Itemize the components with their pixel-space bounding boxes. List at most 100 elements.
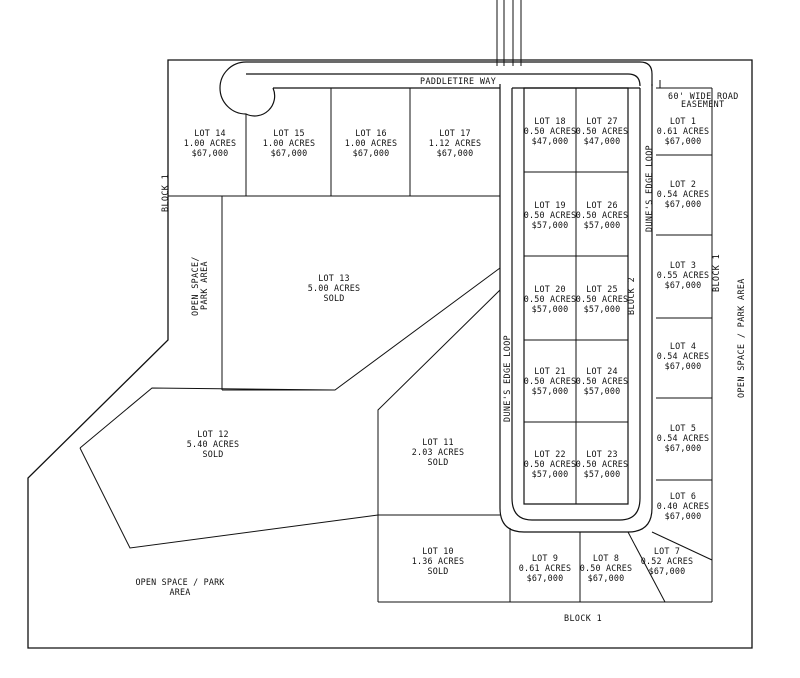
lot-5-label[interactable]: LOT 50.54 ACRES$67,000 (657, 423, 709, 453)
lot-number: LOT 21 (534, 366, 565, 376)
lot-acres: 0.50 ACRES (524, 459, 576, 469)
lot-price: $57,000 (584, 304, 621, 314)
lot-number: LOT 25 (586, 284, 617, 294)
lot-number: LOT 5 (670, 423, 696, 433)
lot-acres: 0.50 ACRES (524, 376, 576, 386)
lot-acres: 0.50 ACRES (524, 294, 576, 304)
lot-acres: 2.03 ACRES (412, 447, 464, 457)
lot-number: LOT 22 (534, 449, 565, 459)
lot-acres: 1.12 ACRES (429, 138, 481, 148)
lot-price: $47,000 (584, 136, 621, 146)
lot-18-label[interactable]: LOT 180.50 ACRES$47,000 (524, 116, 576, 146)
block2-label: BLOCK 2 (626, 277, 636, 315)
lot-number: LOT 4 (670, 341, 696, 351)
block2-lot-lines (524, 88, 628, 504)
paddletire-way-label: PADDLETIRE WAY (420, 76, 496, 86)
lot-27-label[interactable]: LOT 270.50 ACRES$47,000 (576, 116, 628, 146)
road-easement-label-line1: 60' WIDE ROAD (668, 91, 739, 101)
lot-acres: 0.50 ACRES (580, 563, 632, 573)
lot-25-label[interactable]: LOT 250.50 ACRES$57,000 (576, 284, 628, 314)
lot-number: LOT 12 (197, 429, 228, 439)
lot-status: SOLD (203, 449, 224, 459)
lot-acres: 5.00 ACRES (308, 283, 360, 293)
lot-acres: 1.00 ACRES (345, 138, 397, 148)
lot-acres: 0.50 ACRES (576, 376, 628, 386)
lot-20-label[interactable]: LOT 200.50 ACRES$57,000 (524, 284, 576, 314)
lot-acres: 0.40 ACRES (657, 501, 709, 511)
lot-acres: 1.00 ACRES (263, 138, 315, 148)
lot-price: $67,000 (649, 566, 686, 576)
lot-price: $57,000 (532, 304, 569, 314)
lot-number: LOT 17 (439, 128, 470, 138)
lot-acres: 0.61 ACRES (519, 563, 571, 573)
lot-1-label[interactable]: LOT 10.61 ACRES$67,000 (657, 116, 709, 146)
lot-acres: 0.54 ACRES (657, 351, 709, 361)
lot-price: $57,000 (584, 469, 621, 479)
open-space-bottom-line1: OPEN SPACE / PARK (135, 577, 225, 587)
lot-17-label[interactable]: LOT 171.12 ACRES$67,000 (429, 128, 481, 158)
lot-price: $67,000 (353, 148, 390, 158)
lot-number: LOT 16 (355, 128, 386, 138)
access-road (496, 0, 522, 66)
lot-acres: 0.50 ACRES (576, 126, 628, 136)
lot-number: LOT 15 (273, 128, 304, 138)
lot-price: $67,000 (437, 148, 474, 158)
block1-left-label: BLOCK 1 (160, 174, 170, 212)
lot-price: $67,000 (665, 280, 702, 290)
lot-number: LOT 2 (670, 179, 696, 189)
lot-acres: 0.54 ACRES (657, 433, 709, 443)
lot-price: $67,000 (192, 148, 229, 158)
top-lot-lines (168, 88, 500, 197)
bottom-lot-lines (378, 514, 713, 603)
lot-24-label[interactable]: LOT 240.50 ACRES$57,000 (576, 366, 628, 396)
lot-2-label[interactable]: LOT 20.54 ACRES$67,000 (657, 179, 709, 209)
lot-number: LOT 20 (534, 284, 565, 294)
lot-21-label[interactable]: LOT 210.50 ACRES$57,000 (524, 366, 576, 396)
lot-price: $67,000 (527, 573, 564, 583)
lot-price: $57,000 (532, 220, 569, 230)
lot-price: $57,000 (584, 220, 621, 230)
lot-14-label[interactable]: LOT 141.00 ACRES$67,000 (184, 128, 236, 158)
lot-number: LOT 8 (593, 553, 619, 563)
lot-19-label[interactable]: LOT 190.50 ACRES$57,000 (524, 200, 576, 230)
lot-9-label[interactable]: LOT 90.61 ACRES$67,000 (519, 553, 571, 583)
lot-number: LOT 11 (422, 437, 453, 447)
lot-price: $67,000 (665, 199, 702, 209)
right-column-lot-lines (651, 80, 713, 561)
lot-price: $67,000 (665, 443, 702, 453)
lot-acres: 1.00 ACRES (184, 138, 236, 148)
lot-6-label[interactable]: LOT 60.40 ACRES$67,000 (657, 491, 709, 521)
lot-price: $47,000 (532, 136, 569, 146)
large-lot-lines (79, 196, 501, 602)
lot-acres: 1.36 ACRES (412, 556, 464, 566)
lot-7-label[interactable]: LOT 70.52 ACRES$67,000 (641, 546, 693, 576)
lot-15-label[interactable]: LOT 151.00 ACRES$67,000 (263, 128, 315, 158)
lot-acres: 5.40 ACRES (187, 439, 239, 449)
dunes-edge-loop-left-label: DUNE'S EDGE LOOP (502, 335, 512, 422)
lot-8-label[interactable]: LOT 80.50 ACRES$67,000 (580, 553, 632, 583)
block1-right-label: BLOCK 1 (711, 254, 721, 292)
lot-22-label[interactable]: LOT 220.50 ACRES$57,000 (524, 449, 576, 479)
lot-price: $57,000 (532, 386, 569, 396)
lot-26-label[interactable]: LOT 260.50 ACRES$57,000 (576, 200, 628, 230)
lot-4-label[interactable]: LOT 40.54 ACRES$67,000 (657, 341, 709, 371)
lot-acres: 0.50 ACRES (576, 210, 628, 220)
lot-16-label[interactable]: LOT 161.00 ACRES$67,000 (345, 128, 397, 158)
lot-price: $57,000 (532, 469, 569, 479)
lot-3-label[interactable]: LOT 30.55 ACRES$67,000 (657, 260, 709, 290)
lot-acres: 0.61 ACRES (657, 126, 709, 136)
property-boundary (27, 59, 753, 649)
lot-acres: 0.50 ACRES (576, 294, 628, 304)
open-space-right-label: OPEN SPACE / PARK AREA (736, 278, 746, 398)
lot-number: LOT 1 (670, 116, 696, 126)
lot-number: LOT 24 (586, 366, 617, 376)
lot-23-label[interactable]: LOT 230.50 ACRES$57,000 (576, 449, 628, 479)
lot-acres: 0.52 ACRES (641, 556, 693, 566)
block1-bottom-label: BLOCK 1 (564, 613, 602, 623)
lot-number: LOT 26 (586, 200, 617, 210)
